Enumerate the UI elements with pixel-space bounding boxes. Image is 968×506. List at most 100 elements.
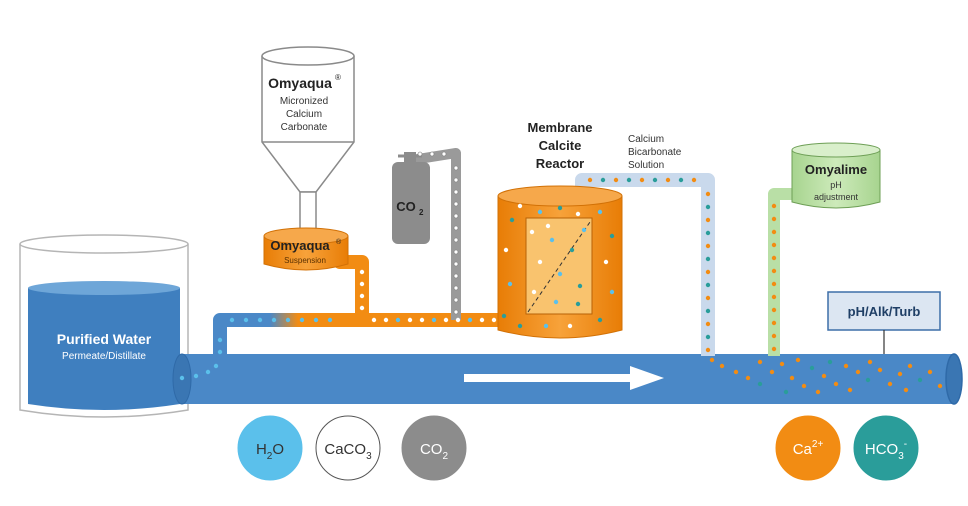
particle-dot (709, 357, 715, 363)
particle-dot (453, 285, 459, 291)
particle-dot (557, 271, 563, 277)
particle-dot (453, 201, 459, 207)
particle-dot (501, 313, 507, 319)
particle-dot (733, 369, 739, 375)
particle-dot (453, 261, 459, 267)
sensor-box (827, 291, 941, 354)
particle-dot (771, 203, 777, 209)
particle-dot (529, 229, 535, 235)
particle-dot (887, 381, 893, 387)
legend-circle (401, 415, 467, 481)
hopper-line3: Carbonate (281, 122, 328, 133)
particle-dot (771, 346, 777, 352)
suspension-tank (263, 227, 349, 271)
particle-dot (243, 317, 249, 323)
omyalime-tank (791, 142, 881, 209)
particle-dot (937, 383, 943, 389)
reactor-line3: Reactor (536, 156, 584, 171)
particle-dot (927, 369, 933, 375)
particle-dot (705, 217, 711, 223)
solution-line2: Bicarbonate (628, 147, 682, 158)
particle-dot (567, 323, 573, 329)
particle-dot (771, 320, 777, 326)
legend-item: Ca2+ (775, 415, 841, 481)
particle-dot (609, 233, 615, 239)
particle-dot (789, 375, 795, 381)
hopper-brand: Omyaqua (268, 75, 332, 91)
particle-dot (453, 309, 459, 315)
particle-dot (407, 317, 413, 323)
particle-dot (371, 317, 377, 323)
particle-dot (453, 213, 459, 219)
legend-label: CaCO3 (324, 441, 372, 462)
particle-dot (705, 256, 711, 262)
particle-dot (453, 177, 459, 183)
particle-dot (441, 151, 447, 157)
particle-dot (827, 359, 833, 365)
particle-dot (453, 273, 459, 279)
particle-dot (431, 317, 437, 323)
tank-subtitle: Permeate/Distillate (62, 351, 146, 362)
particle-dot (603, 259, 609, 265)
legend-label: H2O (256, 441, 284, 462)
particle-dot (843, 363, 849, 369)
hopper-line2: Calcium (286, 109, 322, 120)
particle-dot (705, 295, 711, 301)
particle-dot (537, 259, 543, 265)
particle-dot (453, 225, 459, 231)
particle-dot (613, 177, 619, 183)
particle-dot (771, 229, 777, 235)
particle-dot (665, 177, 671, 183)
particle-dot (557, 205, 563, 211)
co2-cylinder (392, 152, 430, 244)
omyalime-line1: pH (830, 180, 842, 190)
particle-dot (179, 375, 185, 381)
particle-dot (600, 177, 606, 183)
particle-dot (877, 367, 883, 373)
legend-item: HCO3- (853, 415, 919, 481)
particle-dot (453, 165, 459, 171)
particle-dot (359, 269, 365, 275)
particle-dot (545, 223, 551, 229)
particle-dot (453, 249, 459, 255)
particle-dot (587, 177, 593, 183)
particle-dot (213, 363, 219, 369)
solution-line1: Calcium (628, 134, 664, 145)
particle-dot (503, 247, 509, 253)
particle-dot (205, 369, 211, 375)
suspension-label: Suspension (284, 256, 326, 265)
particle-dot (577, 283, 583, 289)
particle-dot (626, 177, 632, 183)
particle-dot (271, 317, 277, 323)
particle-dot (678, 177, 684, 183)
particle-dot (705, 204, 711, 210)
particle-dot (549, 237, 555, 243)
particle-dot (705, 347, 711, 353)
particle-dot (359, 281, 365, 287)
particle-dot (745, 375, 751, 381)
particle-dot (705, 282, 711, 288)
particle-dot (771, 333, 777, 339)
particle-dot (575, 211, 581, 217)
legend-item: CO2 (401, 415, 467, 481)
particle-dot (299, 317, 305, 323)
particle-dot (833, 381, 839, 387)
particle-dot (507, 281, 513, 287)
particle-dot (597, 317, 603, 323)
particle-dot (897, 371, 903, 377)
legend-circle (315, 415, 381, 481)
particle-dot (771, 294, 777, 300)
hopper-line1: Micronized (280, 96, 328, 107)
particle-dot (639, 177, 645, 183)
particle-dot (537, 209, 543, 215)
particle-dot (705, 321, 711, 327)
particle-dot (359, 293, 365, 299)
particle-dot (609, 289, 615, 295)
particle-dot (467, 317, 473, 323)
particle-dot (795, 357, 801, 363)
particle-dot (313, 317, 319, 323)
particle-dot (491, 317, 497, 323)
legend-item: CaCO3 (315, 415, 381, 481)
